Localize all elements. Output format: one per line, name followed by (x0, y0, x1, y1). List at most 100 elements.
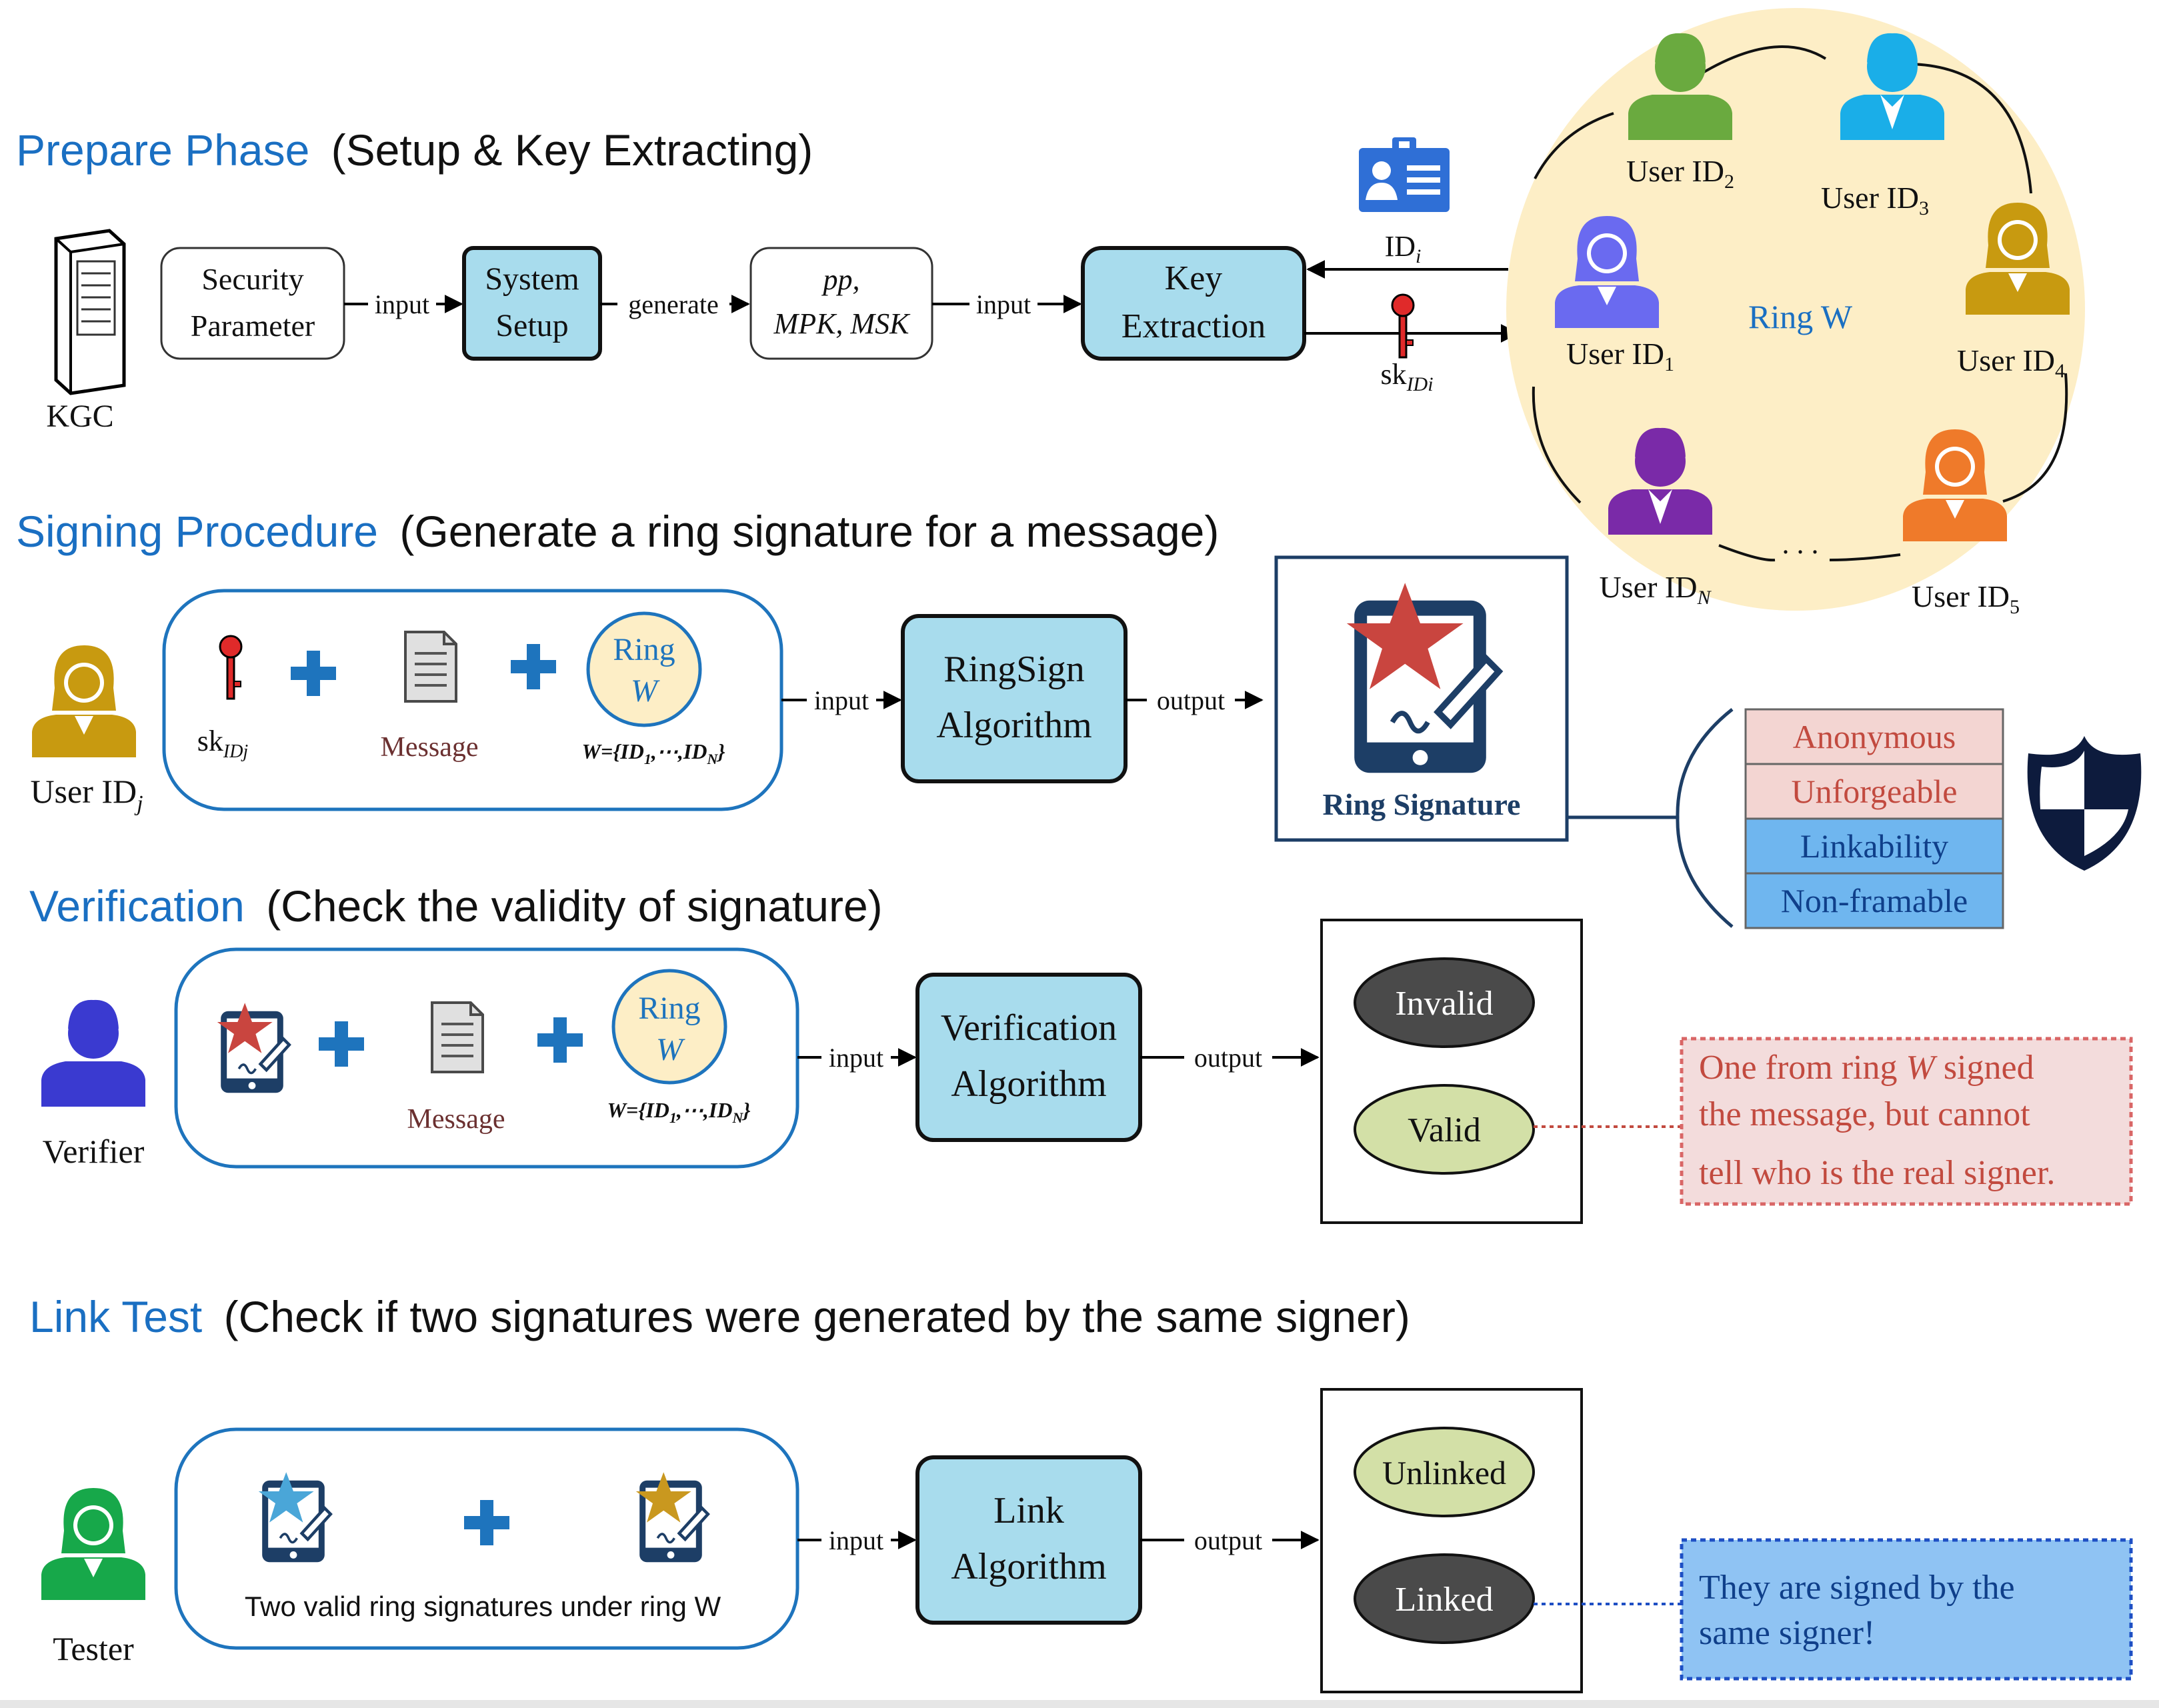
property-unforgeable-cell (1744, 763, 2004, 820)
verification-algo-line2: Algorithm (951, 1063, 1106, 1105)
tester-label: Tester (53, 1630, 134, 1667)
message-label-signing: Message (381, 732, 479, 763)
kgc-label: KGC (46, 399, 113, 434)
link-subtitle: (Check if two signatures were generated … (224, 1292, 1410, 1341)
invalid-oval (1354, 957, 1535, 1048)
shield-icon (2027, 736, 2142, 871)
arrow-label-bg (807, 683, 876, 716)
properties-table: Anonymous Unforgeable Linkability Non-fr… (1744, 708, 2004, 929)
verification-algo-line1: Verification (941, 1007, 1117, 1049)
arrow-input-signing: input (814, 685, 869, 715)
linked-note-line2: same signer! (1699, 1614, 1875, 1652)
arrow-input-link: input (829, 1525, 883, 1555)
ring-w-group: . . . Ring W User ID2 User ID3 User ID1 … (1506, 8, 2085, 618)
property-anonymous: Anonymous (1793, 718, 1956, 755)
message-label-verify: Message (407, 1104, 505, 1135)
arrow-output-signing: output (1157, 685, 1225, 715)
signed-tablet-icon-blue (258, 1472, 331, 1562)
arrow-label-bg (617, 287, 729, 320)
verification-heading: Verification (Check the validity of sign… (29, 881, 883, 931)
arrow-label-bg (821, 1040, 891, 1073)
user-id1-label: User ID1 (1566, 337, 1674, 375)
property-linkability-cell (1744, 817, 2004, 875)
pp-line2: MPK, MSK (773, 307, 911, 340)
valid-note-line2: the message, but cannot (1699, 1095, 2030, 1133)
sk-key-icon-prepare (1391, 293, 1415, 359)
user-id3-label: User ID3 (1821, 181, 1929, 219)
prepare-phase-heading: Prepare Phase (Setup & Key Extracting) (16, 125, 813, 175)
user-idn-avatar (1608, 427, 1712, 535)
property-linkability: Linkability (1800, 827, 1948, 865)
pp-line1: pp, (821, 263, 860, 296)
arrow-label-bg (1147, 683, 1235, 716)
arrow-label-bg (969, 287, 1037, 320)
kgc-server-icon (54, 229, 126, 395)
sk-idi-label: skIDi (1380, 358, 1433, 395)
user-id2-label: User ID2 (1626, 154, 1734, 193)
system-setup-line1: System (485, 261, 579, 297)
message-document-icon (431, 1001, 484, 1073)
ring-circle-verify-text-2: W (656, 1032, 685, 1067)
property-anonymous-cell (1744, 708, 2004, 765)
ring-signature-label: Ring Signature (1323, 787, 1521, 821)
link-inputs-caption: Two valid ring signatures under ring W (245, 1591, 721, 1622)
key-extraction-box (1081, 246, 1306, 361)
linked-label: Linked (1395, 1581, 1493, 1619)
ring-circle-text-1: Ring (613, 632, 675, 667)
sk-idj-label: skIDj (197, 725, 249, 762)
valid-label: Valid (1408, 1111, 1481, 1149)
unlinked-label: Unlinked (1382, 1454, 1506, 1491)
prepare-title: Prepare Phase (16, 125, 309, 175)
signing-subtitle: (Generate a ring signature for a message… (399, 507, 1219, 556)
ring-w-label: Ring W (1748, 298, 1853, 335)
bottom-border (0, 1700, 2159, 1708)
user-id5-label: User ID5 (1912, 579, 2020, 618)
linked-note-box (1680, 1538, 2133, 1681)
ringsign-algorithm-box (901, 614, 1128, 783)
property-unforgeable: Unforgeable (1792, 773, 1958, 810)
user-idn-label: User IDN (1600, 570, 1712, 609)
id-i-label: IDi (1385, 230, 1422, 267)
unlinked-oval (1354, 1427, 1535, 1517)
prepare-subtitle: (Setup & Key Extracting) (331, 125, 813, 175)
ring-dots: . . . (1782, 527, 1819, 560)
user-id3-avatar (1840, 33, 1944, 141)
security-parameter-line1: Security (201, 262, 303, 296)
id-card-icon (1359, 137, 1450, 212)
link-heading: Link Test (Check if two signatures were … (29, 1292, 1410, 1341)
arrow-output-verify: output (1194, 1043, 1262, 1073)
ring-formula-signing: W={ID1,⋯,IDN} (582, 739, 725, 767)
arrow-input-verify: input (829, 1043, 883, 1073)
valid-oval (1354, 1084, 1535, 1175)
signer-avatar (32, 645, 136, 757)
link-algorithm-box (915, 1455, 1142, 1625)
arrow-generate-label: generate (628, 289, 718, 319)
arrow-input-label-2: input (976, 289, 1031, 319)
arrow-label-bg (368, 287, 436, 320)
signing-heading: Signing Procedure (Generate a ring signa… (16, 507, 1219, 556)
ring-formula-verify: W={ID1,⋯,IDN} (607, 1098, 751, 1126)
arrow-input-label-1: input (375, 289, 429, 319)
property-nonframable: Non-framable (1781, 882, 1968, 919)
verification-algorithm-box (915, 973, 1142, 1142)
property-nonframable-cell (1744, 872, 2004, 929)
valid-note-box (1680, 1037, 2133, 1206)
linked-oval (1354, 1553, 1535, 1644)
signer-label: User IDj (30, 773, 143, 816)
message-document-icon (404, 631, 457, 703)
arrow-output-link: output (1194, 1525, 1262, 1555)
linked-note-line1: They are signed by the (1699, 1569, 2015, 1607)
arrow-label-bg (1184, 1040, 1272, 1073)
verification-subtitle: (Check the validity of signature) (266, 881, 882, 931)
ringsign-line2: Algorithm (936, 705, 1092, 746)
link-title: Link Test (29, 1292, 202, 1341)
invalid-label: Invalid (1395, 985, 1493, 1023)
security-parameter-line2: Parameter (191, 309, 315, 343)
arrow-label-bg (1184, 1523, 1272, 1556)
signed-tablet-icon-verify (217, 1003, 289, 1093)
user-id4-label: User ID4 (1957, 343, 2065, 382)
tester-avatar (41, 1488, 145, 1600)
signed-tablet-icon (1346, 583, 1499, 773)
verifier-avatar (41, 999, 145, 1107)
